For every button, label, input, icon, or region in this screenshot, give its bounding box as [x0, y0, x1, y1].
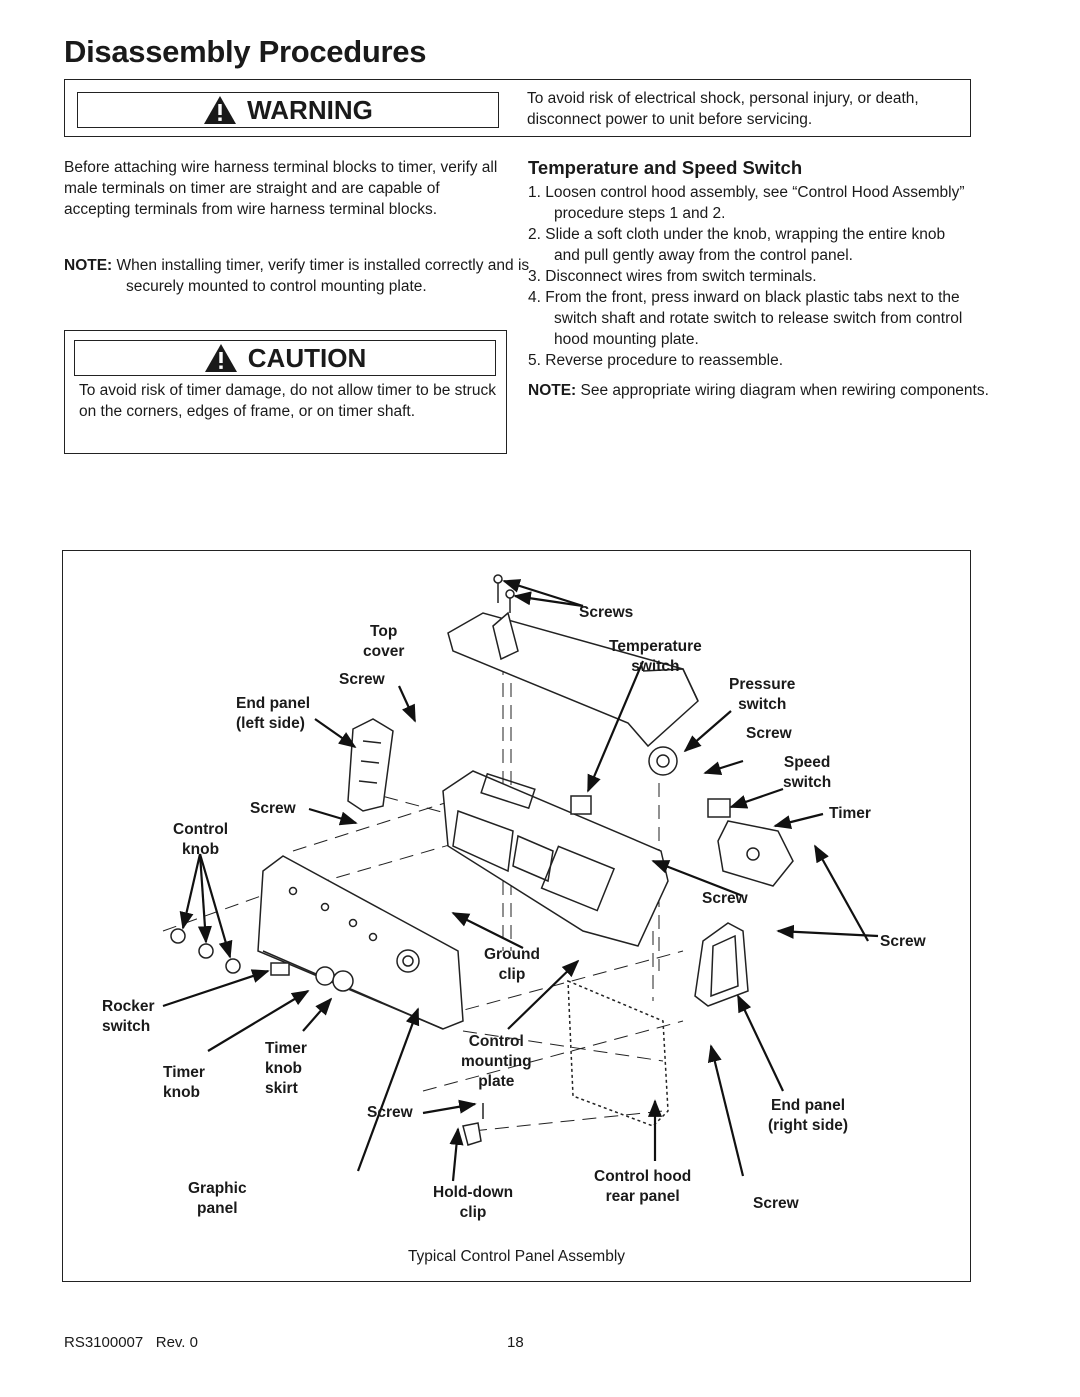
label-timer: Timer — [829, 805, 871, 822]
procedure-step: 1. Loosen control hood assembly, see “Co… — [528, 184, 965, 222]
document-number: RS3100007 Rev. 0 — [64, 1334, 198, 1351]
timer-harness-paragraph: Before attaching wire harness terminal b… — [64, 159, 498, 218]
procedure-step: 5. Reverse procedure to reassemble. — [528, 352, 784, 369]
label-timer-knob: Timer knob — [163, 1064, 205, 1101]
warning-text: To avoid risk of electrical shock, perso… — [527, 90, 919, 128]
label-pressure-switch: Pressure switch — [729, 676, 796, 713]
warning-heading: WARNING — [247, 94, 373, 125]
label-rocker-switch: Rocker switch — [102, 998, 155, 1035]
label-temperature-switch: Temperature switch — [609, 638, 702, 675]
timer-note: NOTE: When installing timer, verify time… — [64, 255, 546, 297]
label-screw-right: Screw — [880, 933, 926, 950]
label-screw-left: Screw — [250, 800, 296, 817]
label-end-panel-left: End panel (left side) — [236, 695, 311, 732]
label-screw-bottom-right: Screw — [753, 1195, 799, 1212]
procedure-step: 4. From the front, press inward on black… — [528, 289, 963, 348]
caution-text: To avoid risk of timer damage, do not al… — [79, 382, 496, 420]
warning-banner: WARNING — [77, 92, 499, 128]
label-ground-clip: Ground clip — [484, 946, 540, 983]
control-panel-assembly-drawing — [162, 574, 879, 1182]
label-screw-timer: Screw — [702, 890, 748, 907]
page-number: 18 — [507, 1334, 524, 1351]
label-screws: Screws — [579, 604, 634, 621]
label-timer-knob-skirt: Timer knob skirt — [265, 1040, 307, 1097]
caution-box: CAUTION To avoid risk of timer damage, d… — [64, 330, 507, 454]
figure-caption: Typical Control Panel Assembly — [407, 1248, 626, 1265]
label-screw-pressure: Screw — [746, 725, 792, 742]
label-control-mounting-plate: Control mounting plate — [461, 1033, 532, 1090]
caution-heading: CAUTION — [247, 342, 367, 373]
label-top-cover: Top cover — [363, 623, 405, 660]
label-end-panel-right: End panel (right side) — [768, 1097, 849, 1134]
procedure-step: 2. Slide a soft cloth under the knob, wr… — [528, 226, 946, 264]
note-text: See appropriate wiring diagram when rewi… — [580, 382, 989, 399]
label-hold-down-clip: Hold-down clip — [433, 1184, 514, 1221]
note-label: NOTE: — [64, 257, 113, 274]
label-screw-bottom: Screw — [367, 1104, 413, 1121]
warning-triangle-icon — [204, 344, 237, 372]
page-title: Disassembly Procedures — [64, 34, 427, 69]
note-label: NOTE: — [528, 382, 577, 399]
label-control-hood-rear-panel: Control hood rear panel — [594, 1168, 692, 1205]
warning-triangle-icon — [204, 96, 237, 124]
warning-box: WARNING To avoid risk of electrical shoc… — [64, 79, 971, 137]
label-speed-switch: Speed switch — [783, 754, 832, 791]
note-text: When installing timer, verify timer is i… — [116, 257, 530, 295]
label-screw-top: Screw — [339, 671, 385, 688]
label-control-knob: Control knob — [173, 821, 229, 858]
wiring-note: NOTE: See appropriate wiring diagram whe… — [528, 380, 1030, 401]
label-graphic-panel: Graphic panel — [188, 1180, 247, 1217]
section-title: Temperature and Speed Switch — [528, 157, 803, 178]
figure-box: Screws Top cover Temperature switch Scre… — [62, 550, 971, 1282]
procedure-steps: 1. Loosen control hood assembly, see “Co… — [528, 182, 973, 371]
caution-banner: CAUTION — [74, 340, 496, 376]
procedure-step: 3. Disconnect wires from switch terminal… — [528, 268, 817, 285]
